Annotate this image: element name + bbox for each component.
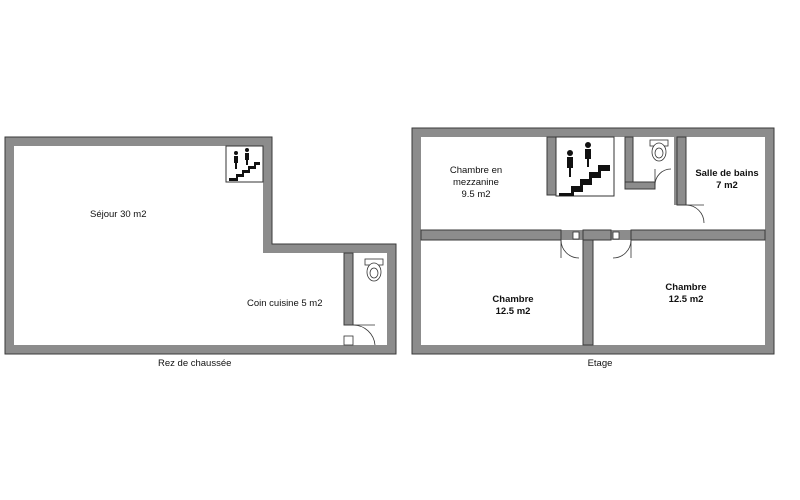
- room-label-bath-1: Salle de bains: [695, 168, 758, 179]
- room-label-mezzanine-1: Chambre en: [450, 165, 502, 176]
- wc-west-wall: [624, 136, 634, 188]
- upper-floor-plan: Chambre en mezzanine 9.5 m2 Salle de bai…: [411, 127, 775, 369]
- door-icon: [654, 168, 672, 186]
- upper-floor-caption: Etage: [588, 358, 613, 369]
- stairs-icon: [225, 145, 264, 183]
- door-icon: [612, 231, 632, 259]
- room-label-mezzanine-3: 9.5 m2: [461, 189, 490, 200]
- corridor-wall-left: [420, 229, 562, 241]
- room-salle-de-bains: [686, 137, 765, 230]
- room-label-chambre-2a: Chambre: [665, 282, 706, 293]
- room-label-sejour: Séjour 30 m2: [90, 209, 147, 220]
- room-label-bath-2: 7 m2: [716, 180, 738, 191]
- door-icon: [560, 231, 580, 259]
- wc-south-wall: [624, 181, 656, 190]
- door-icon: [685, 204, 705, 224]
- room-mezzanine: [421, 137, 547, 230]
- ground-floor-plan: Séjour 30 m2 Coin cuisine 5 m2 Rez de ch…: [4, 136, 397, 369]
- corridor-wall-middle: [582, 229, 612, 241]
- room-label-chambre-2b: 12.5 m2: [669, 294, 704, 305]
- toilet-icon: [649, 139, 669, 162]
- corridor-wall-right: [630, 229, 766, 241]
- ground-floor-caption: Rez de chaussée: [158, 358, 231, 369]
- room-chambre-2: [593, 240, 765, 345]
- bedrooms-divider-wall: [582, 239, 594, 346]
- room-label-chambre-1a: Chambre: [492, 294, 533, 305]
- mezzanine-east-wall: [546, 136, 557, 196]
- room-chambre-1: [421, 240, 583, 345]
- stairs-icon: [555, 136, 615, 197]
- bath-west-wall: [676, 136, 687, 206]
- toilet-icon: [364, 258, 384, 282]
- ground-floor-interior: [14, 146, 387, 345]
- ground-wc-partition-wall: [343, 252, 354, 326]
- room-label-chambre-1b: 12.5 m2: [496, 306, 531, 317]
- room-label-mezzanine-2: mezzanine: [453, 177, 499, 188]
- door-icon: [343, 324, 376, 346]
- room-label-cuisine: Coin cuisine 5 m2: [247, 298, 323, 309]
